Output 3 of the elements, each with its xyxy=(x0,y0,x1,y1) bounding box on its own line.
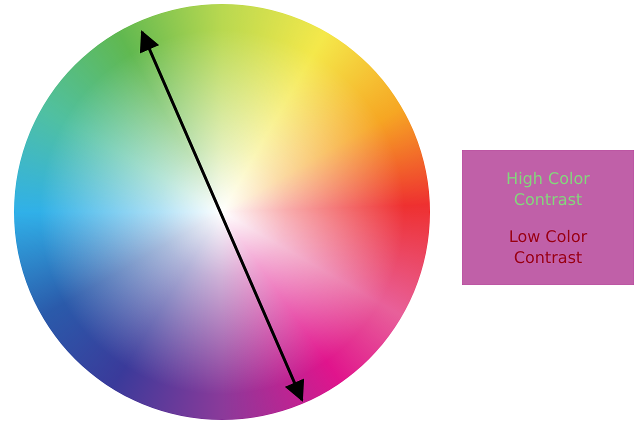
label-text: Low Color Contrast xyxy=(508,226,588,268)
label-text: High Color Contrast xyxy=(505,168,591,210)
label-box xyxy=(462,150,634,285)
